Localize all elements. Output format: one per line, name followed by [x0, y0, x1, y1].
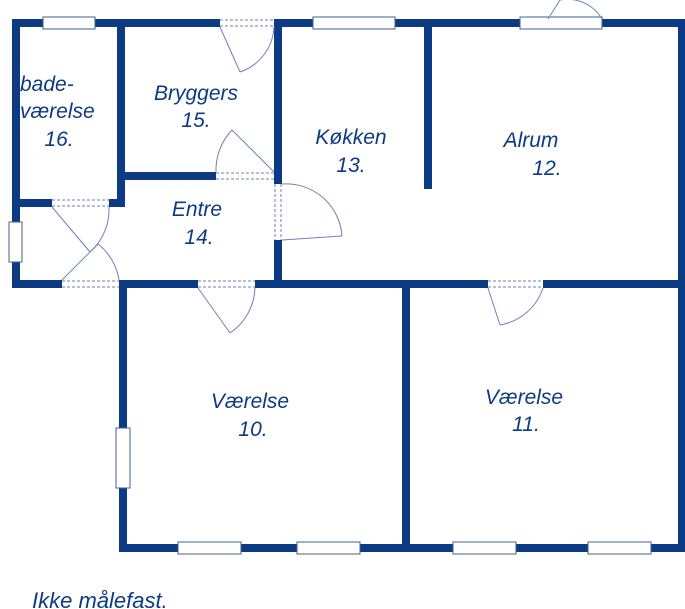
- windows: [8, 16, 652, 555]
- wall-middle: [12, 280, 685, 288]
- door-arc: [97, 243, 120, 281]
- wall-kitchen-alrum: [424, 19, 432, 189]
- door-leaf: [219, 26, 241, 73]
- door-leaf: [61, 243, 99, 281]
- wall-room10-11: [402, 280, 410, 552]
- door-leaf: [487, 287, 501, 326]
- wall-left: [12, 19, 20, 288]
- door-swings: [51, 0, 603, 334]
- window-room10-bottom-b: [296, 541, 361, 555]
- window-room10-left: [115, 427, 131, 489]
- room-vaerelse10-name: Værelse: [211, 390, 289, 413]
- door-leaf: [51, 206, 91, 253]
- room-bad-number: 16.: [44, 128, 73, 151]
- wall-bryggers-bottom: [117, 172, 279, 180]
- room-labels: bade- værelse 16. Bryggers 15. Køkken 13…: [20, 73, 563, 441]
- window-room11-bottom-a: [452, 541, 517, 555]
- window-room11-bottom-b: [587, 541, 652, 555]
- room-bryggers-name: Bryggers: [154, 82, 239, 105]
- door-arc: [281, 183, 343, 237]
- room-bad-line2: værelse: [20, 100, 95, 123]
- door-arc: [499, 287, 544, 326]
- door-leaf: [547, 0, 561, 20]
- door-arc: [215, 129, 233, 173]
- wall-room10-left: [119, 280, 127, 552]
- door-leaf: [197, 287, 231, 334]
- room-koekken-number: 13.: [336, 154, 365, 177]
- door-arc: [560, 0, 603, 20]
- room-entre-number: 14.: [184, 226, 213, 249]
- room-vaerelse11-name: Værelse: [485, 386, 563, 409]
- room-bryggers-number: 15.: [181, 109, 210, 132]
- room-entre-name: Entre: [172, 198, 222, 221]
- window-bath-top: [42, 16, 96, 30]
- door-arc: [239, 26, 275, 73]
- window-kitchen-top: [312, 16, 396, 30]
- window-entre-left: [8, 221, 23, 263]
- room-vaerelse10-number: 10.: [238, 418, 267, 441]
- wall-bottom: [119, 544, 685, 552]
- door-leaf: [231, 129, 275, 173]
- window-alrum-top: [519, 16, 603, 30]
- room-alrum-number: 12.: [532, 157, 561, 180]
- scale-note: Ikke målefast.: [32, 588, 168, 609]
- wall-bath-bryggers: [117, 19, 125, 207]
- wall-bryggers-kitchen: [274, 19, 282, 288]
- door-arc: [229, 287, 256, 334]
- room-koekken-name: Køkken: [315, 126, 386, 149]
- door-openings: [52, 18, 543, 289]
- door-leaf: [281, 235, 343, 241]
- room-vaerelse11-number: 11.: [512, 413, 540, 436]
- window-room10-bottom-a: [177, 541, 242, 555]
- wall-right-upper: [678, 19, 685, 288]
- wall-right-lower: [678, 280, 685, 552]
- room-bad-line1: bade-: [20, 73, 74, 96]
- room-alrum-name: Alrum: [502, 129, 559, 152]
